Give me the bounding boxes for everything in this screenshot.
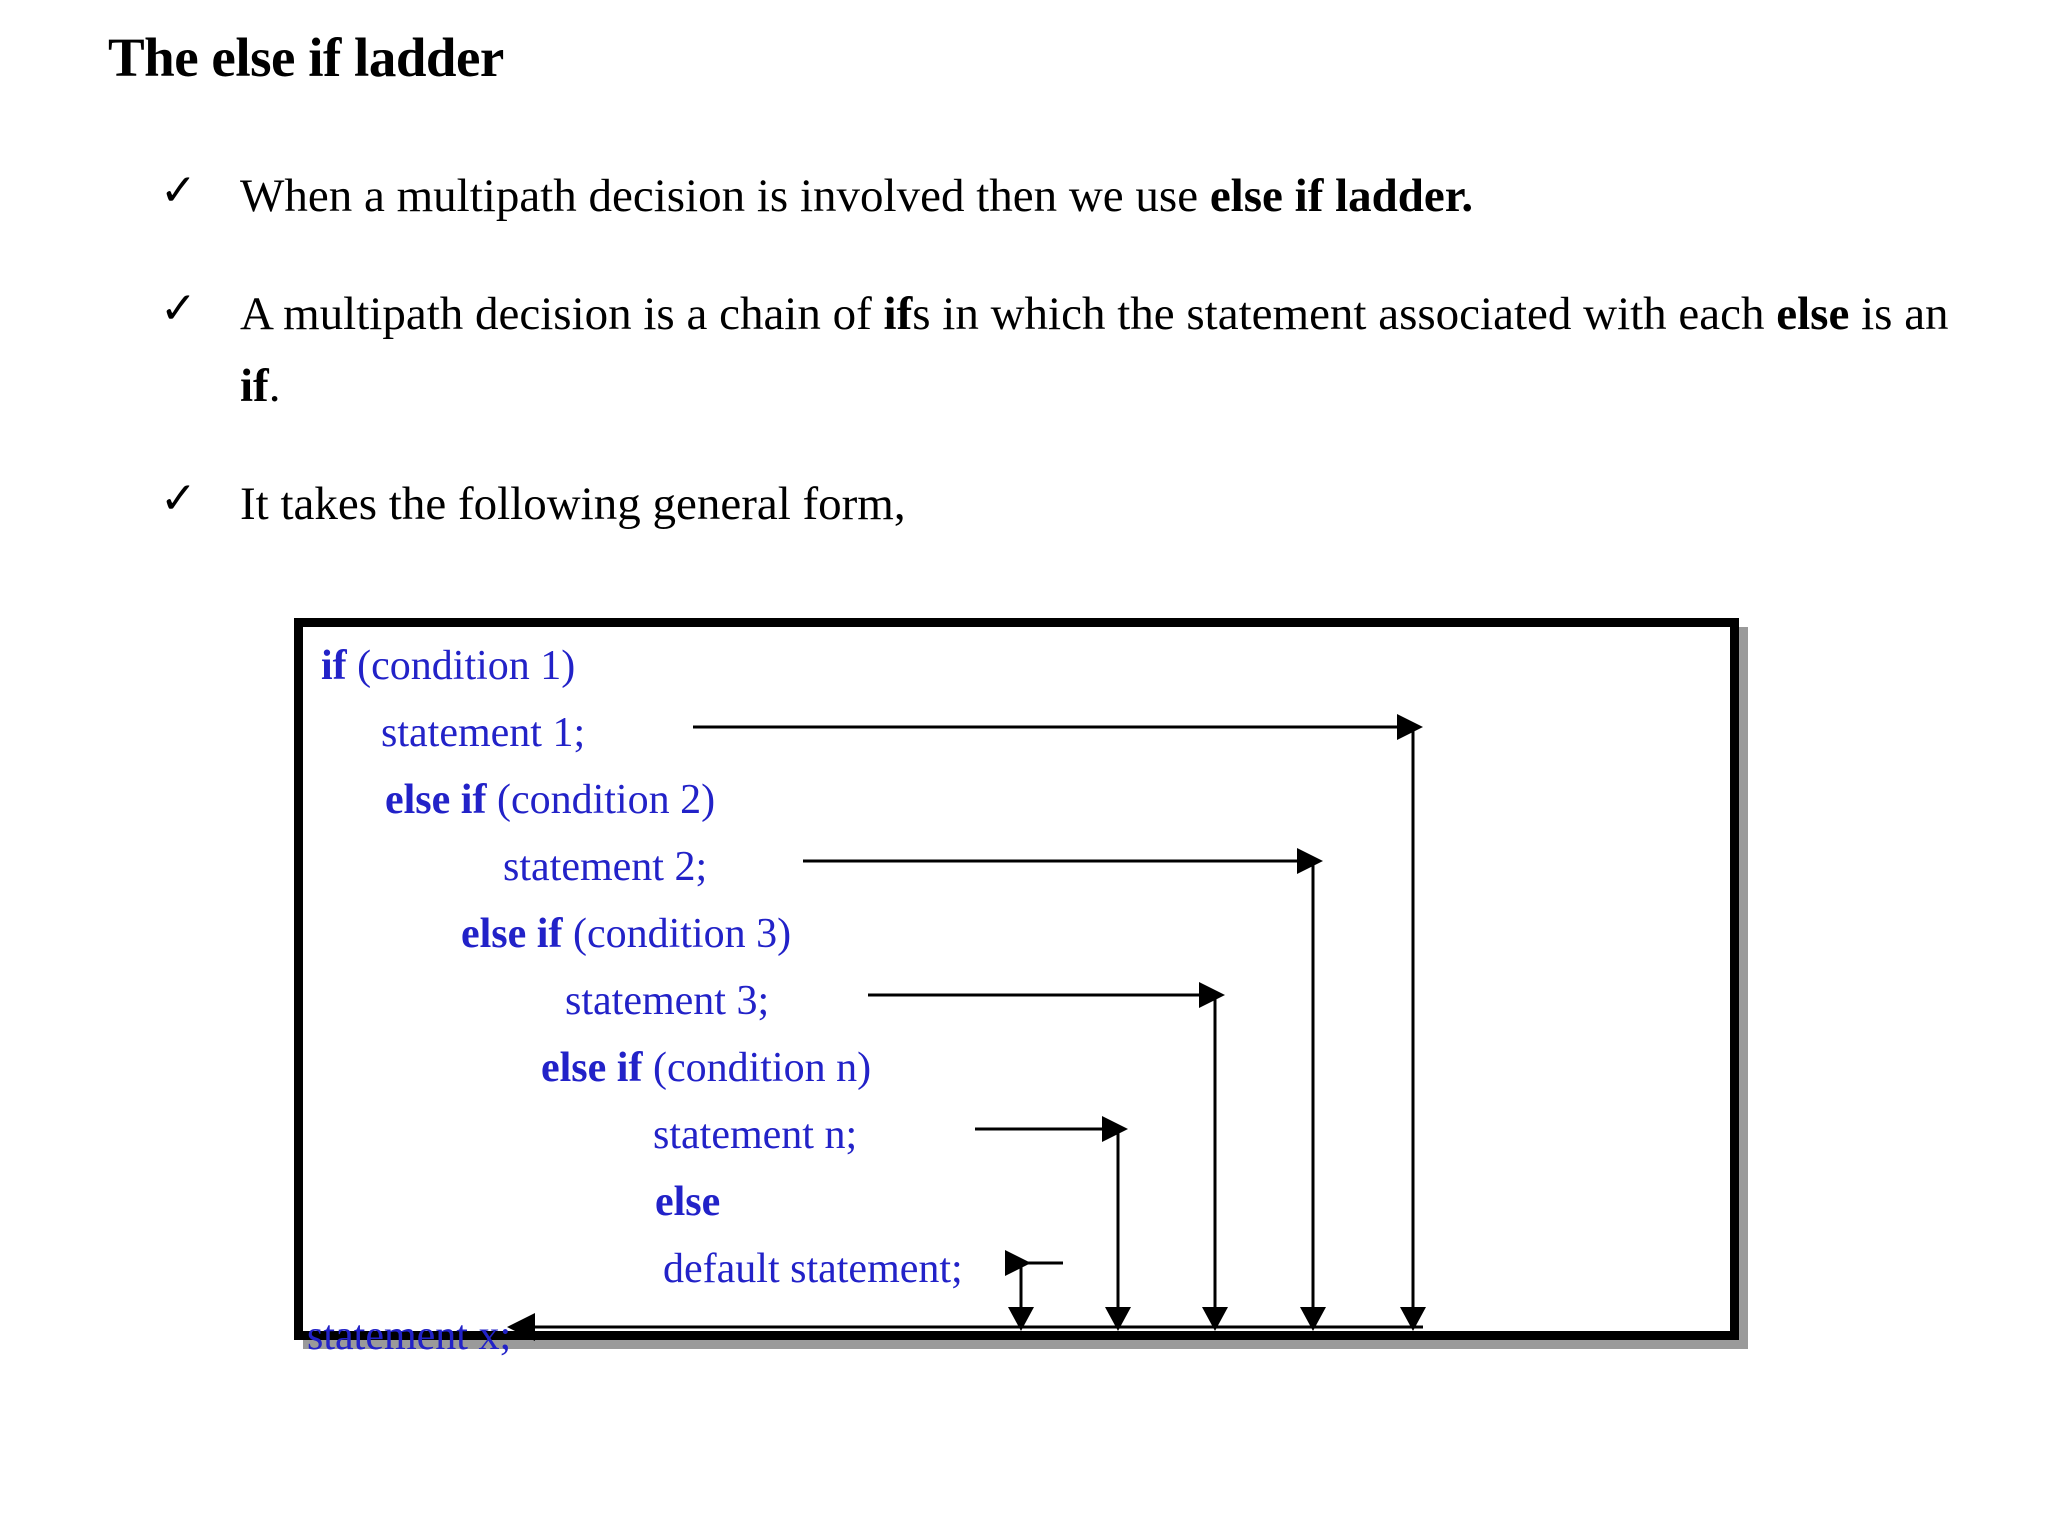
code-text: (condition 3) xyxy=(562,911,792,957)
code-text: statement 2; xyxy=(503,844,708,890)
code-keyword: else xyxy=(655,1179,721,1225)
code-text: default statement; xyxy=(663,1246,963,1292)
code-text: statement n; xyxy=(653,1112,858,1158)
code-keyword: else if xyxy=(385,777,487,823)
bullet-segment: When a multipath decision is involved th… xyxy=(240,170,1210,222)
code-surface: if (condition 1) statement 1; else if (con… xyxy=(303,627,1730,1357)
bullet-segment-bold: if xyxy=(240,360,269,412)
bullet-list: ✓ When a multipath decision is involved … xyxy=(160,160,1960,586)
list-item: ✓ A multipath decision is a chain of ifs… xyxy=(160,278,1960,422)
checkmark-icon: ✓ xyxy=(160,165,197,216)
bullet-segment: A multipath decision is a chain of xyxy=(240,288,884,340)
bullet-text-3: It takes the following general form, xyxy=(240,468,1960,540)
code-text: (condition 2) xyxy=(486,777,716,823)
line-stmt-3: statement 3; xyxy=(565,980,769,1022)
page-title: The else if ladder xyxy=(108,27,504,88)
bullet-segment: It takes the following general form, xyxy=(240,478,906,530)
list-item: ✓ When a multipath decision is involved … xyxy=(160,160,1960,232)
bullet-text-1: When a multipath decision is involved th… xyxy=(240,160,1960,232)
bullet-segment: . xyxy=(268,360,281,412)
code-keyword: else if xyxy=(461,911,563,957)
line-elseif-n: else if (condition n) xyxy=(541,1047,871,1089)
bullet-text-2: A multipath decision is a chain of ifs i… xyxy=(240,278,1960,422)
line-stmt-1: statement 1; xyxy=(381,712,585,754)
line-stmt-n: statement n; xyxy=(653,1114,857,1156)
code-text: statement x; xyxy=(307,1313,512,1359)
line-stmt-x: statement x; xyxy=(307,1315,511,1357)
line-default: default statement; xyxy=(663,1248,963,1290)
code-syntax-box: if (condition 1) statement 1; else if (con… xyxy=(294,618,1739,1357)
bullet-segment-bold: else if ladder. xyxy=(1209,170,1474,222)
bullet-segment-bold: if xyxy=(883,288,913,340)
code-text: statement 1; xyxy=(381,710,586,756)
bullet-segment: s in which the statement associated with… xyxy=(912,288,1777,340)
line-if-1: if (condition 1) xyxy=(321,645,575,687)
checkmark-icon: ✓ xyxy=(160,473,197,524)
bullet-segment: is an xyxy=(1849,288,1949,340)
line-elseif-2: else if (condition 2) xyxy=(385,779,715,821)
code-text: (condition 1) xyxy=(346,643,576,689)
line-elseif-3: else if (condition 3) xyxy=(461,913,791,955)
checkmark-icon: ✓ xyxy=(160,283,197,334)
line-else: else xyxy=(655,1181,720,1223)
line-stmt-2: statement 2; xyxy=(503,846,707,888)
code-text: (condition n) xyxy=(642,1045,872,1091)
bullet-segment-bold: else xyxy=(1776,288,1850,340)
list-item: ✓ It takes the following general form, xyxy=(160,468,1960,540)
code-keyword: else if xyxy=(541,1045,643,1091)
code-text: statement 3; xyxy=(565,978,770,1024)
code-keyword: if xyxy=(321,643,347,689)
